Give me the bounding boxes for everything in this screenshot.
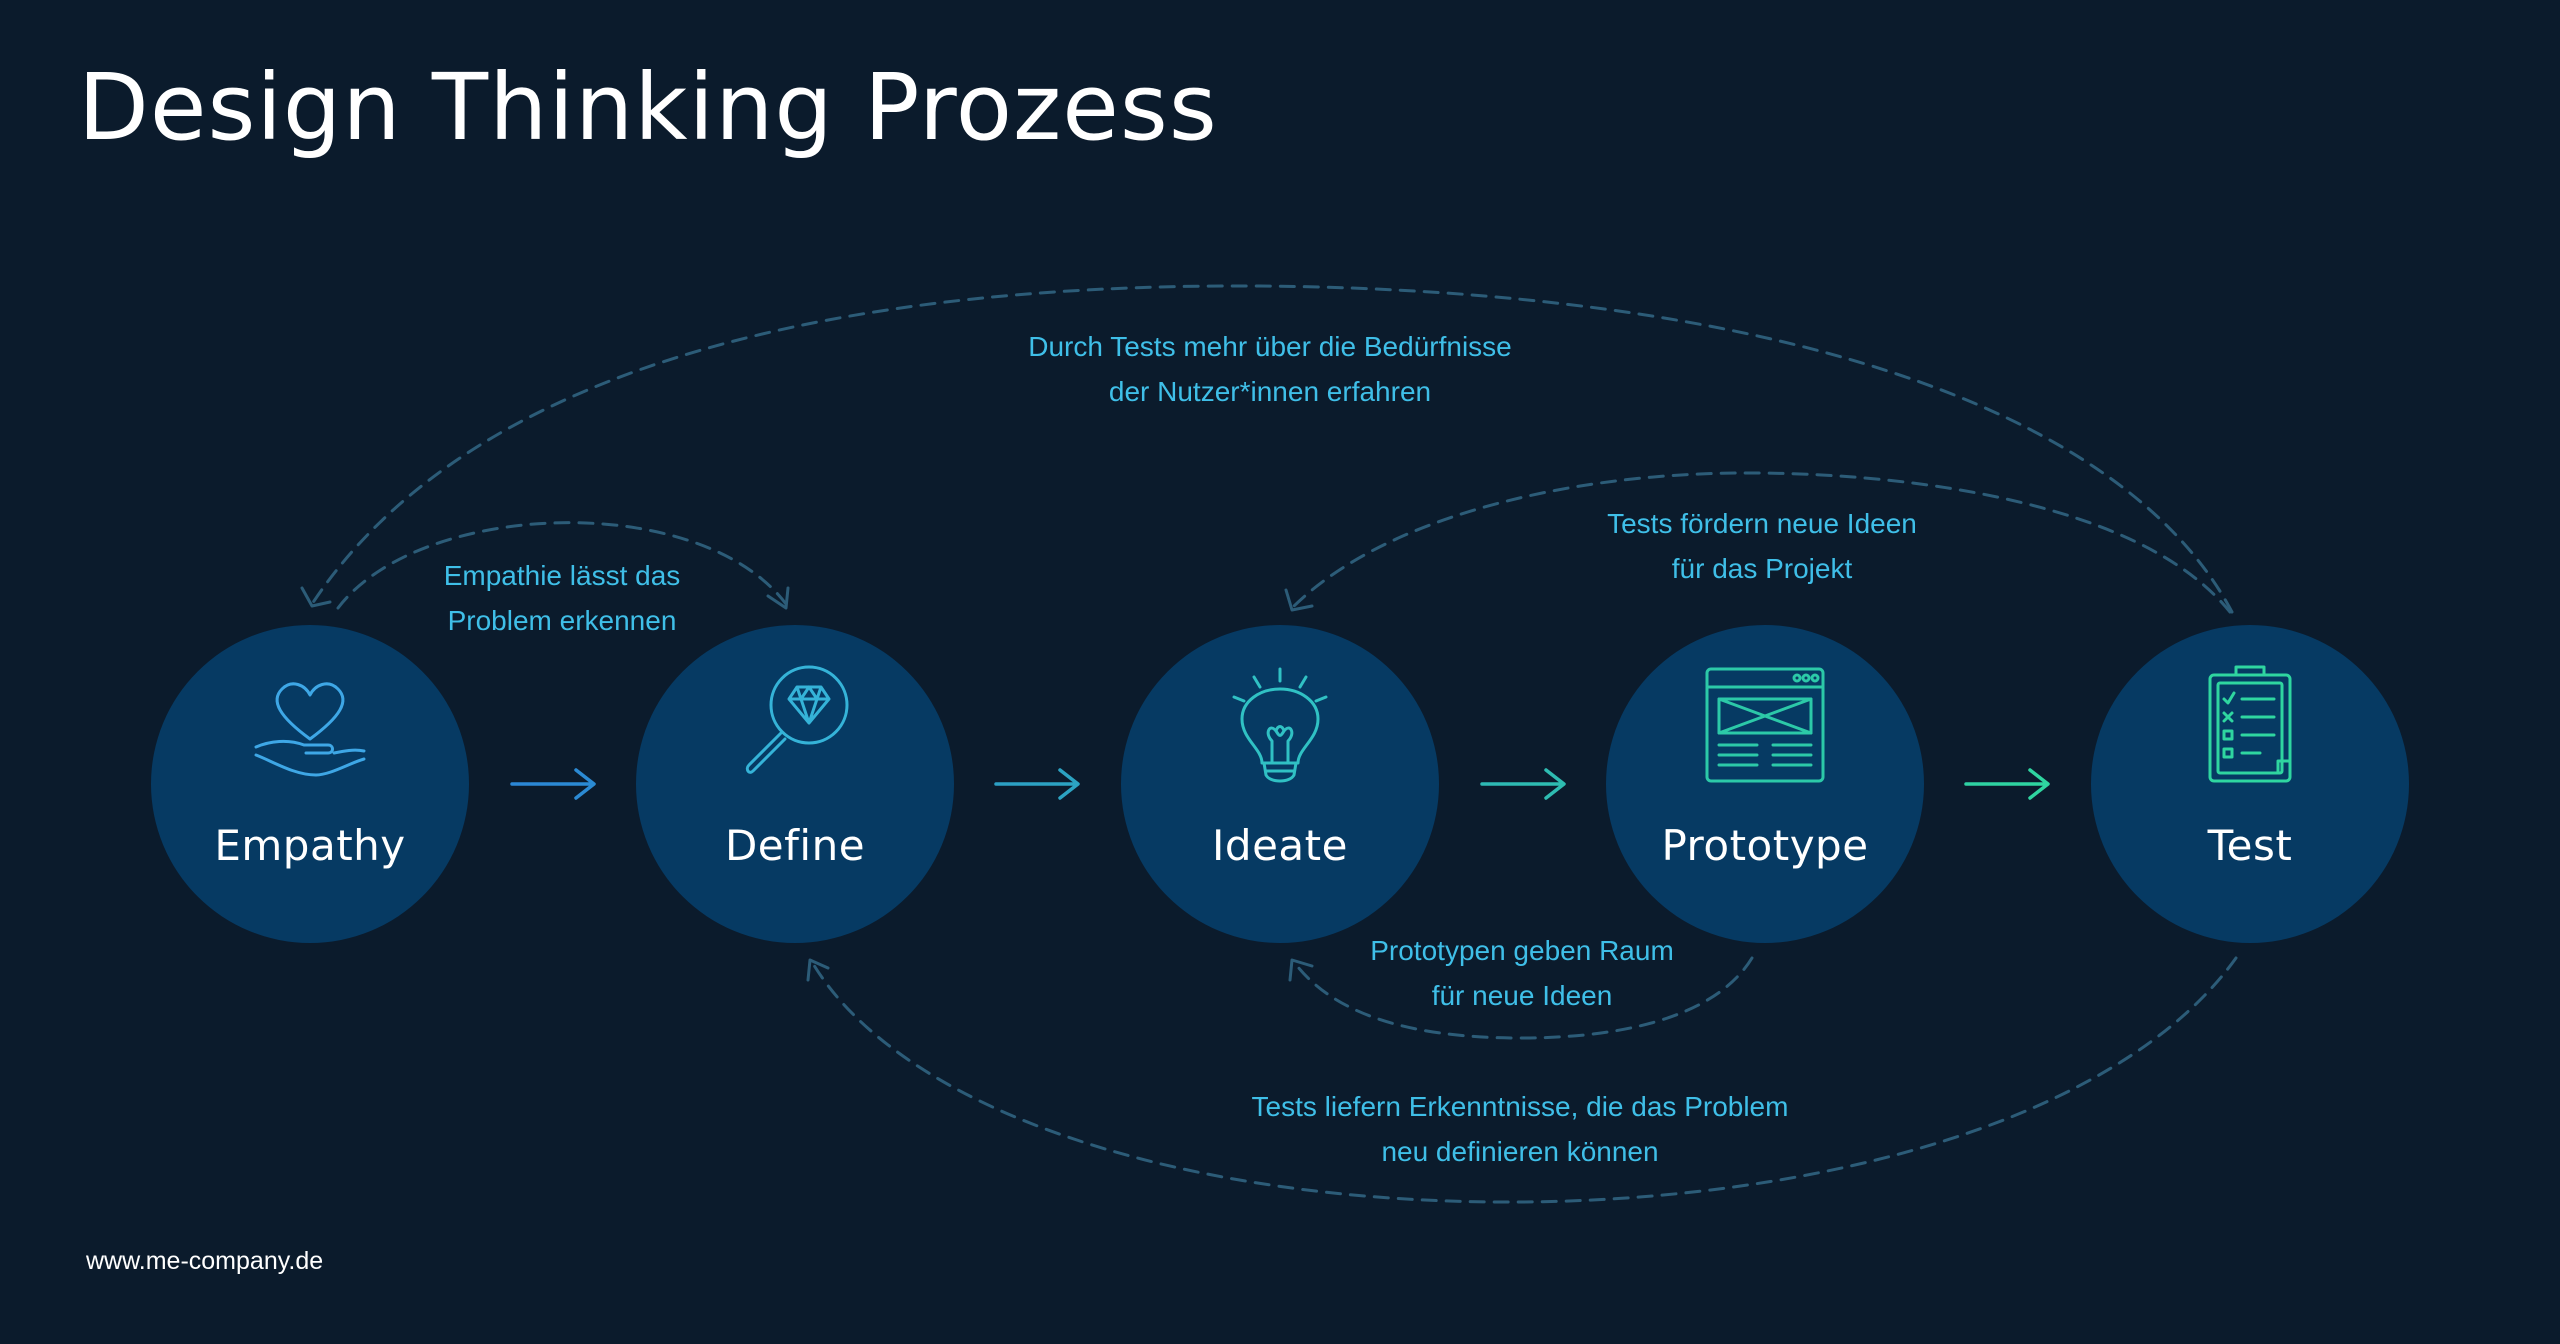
note-line: Problem erkennen [447, 605, 677, 636]
note-test-to-ideate: Tests fördern neue Ideen für das Projekt [1552, 501, 1972, 591]
arrow-empathy-define [510, 768, 596, 800]
note-test-to-define: Tests liefern Erkenntnisse, die das Prob… [1170, 1084, 1870, 1174]
step-label: Empathy [214, 821, 406, 870]
step-label: Ideate [1212, 821, 1348, 870]
step-label: Test [2207, 821, 2293, 870]
page-title: Design Thinking Prozess [78, 54, 1218, 161]
note-line: der Nutzer*innen erfahren [1108, 376, 1432, 407]
arrow-define-ideate [994, 768, 1080, 800]
step-empathy: Empathy [151, 625, 469, 943]
arrowhead-ideate-top [1284, 588, 1314, 612]
step-label: Prototype [1661, 821, 1869, 870]
title-underline [82, 164, 1162, 168]
loop-test-to-define [810, 956, 2238, 1204]
arrowhead-define-bottom [806, 958, 830, 982]
footer-url: www.me-company.de [86, 1247, 324, 1275]
wireframe-window-icon [1705, 667, 1825, 783]
loop-test-to-ideate [1290, 471, 2232, 614]
loop-prototype-to-ideate [1292, 956, 1754, 1040]
arrowhead-empathy-top [300, 586, 332, 608]
step-label: Define [724, 821, 866, 870]
lightbulb-icon [1232, 667, 1328, 783]
step-define: Define [636, 625, 954, 943]
note-test-to-empathy: Durch Tests mehr über die Bedürfnisse de… [970, 324, 1570, 414]
note-line: neu definieren können [1381, 1136, 1659, 1167]
checklist-clipboard-icon [2208, 665, 2292, 783]
note-line: für das Projekt [1671, 553, 1853, 584]
note-line: Durch Tests mehr über die Bedürfnisse [1028, 331, 1512, 362]
note-prototype-to-ideate: Prototypen geben Raum für neue Ideen [1312, 928, 1732, 1018]
heart-hand-icon [254, 682, 366, 777]
loop-empathy-to-define [336, 521, 788, 610]
note-line: Prototypen geben Raum [1370, 935, 1674, 966]
arrowhead-ideate-bottom [1288, 958, 1314, 982]
step-ideate: Ideate [1121, 625, 1439, 943]
note-line: Tests fördern neue Ideen [1607, 508, 1917, 539]
arrow-prototype-test [1964, 768, 2050, 800]
note-line: Empathie lässt das [443, 560, 681, 591]
loop-test-to-empathy [310, 284, 2234, 614]
arrow-ideate-prototype [1480, 768, 1566, 800]
step-prototype: Prototype [1606, 625, 1924, 943]
diamond-magnifier-icon [745, 665, 849, 774]
note-empathy-to-define: Empathie lässt das Problem erkennen [402, 553, 722, 643]
step-test: Test [2091, 625, 2409, 943]
note-line: Tests liefern Erkenntnisse, die das Prob… [1251, 1091, 1789, 1122]
note-line: für neue Ideen [1431, 980, 1613, 1011]
arrowhead-define-top [766, 586, 790, 610]
